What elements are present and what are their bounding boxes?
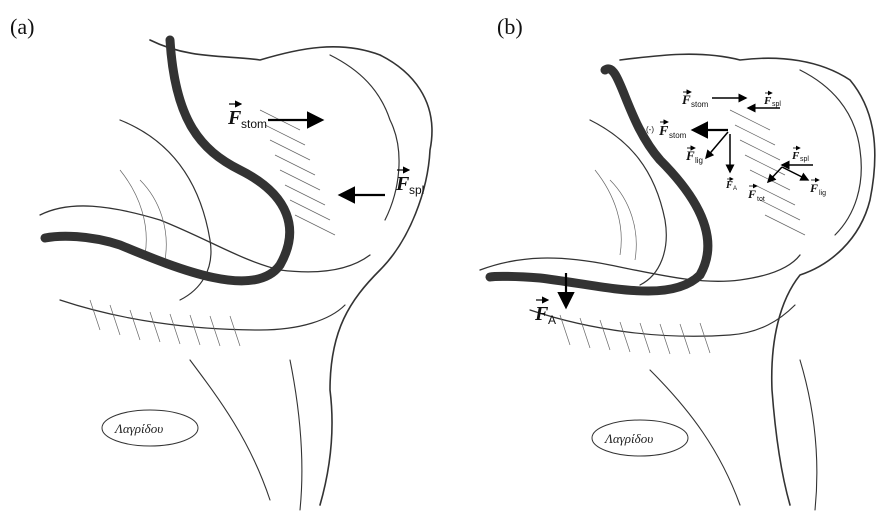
svg-text:F: F (763, 95, 772, 107)
svg-text:stom: stom (241, 117, 267, 131)
svg-text:F: F (658, 124, 669, 139)
endoscope-b (490, 69, 708, 291)
colon-right-a (290, 360, 302, 510)
signature-a: Λαγρίδου (113, 421, 163, 436)
svg-text:lig: lig (819, 190, 826, 197)
force-spl-right-label-b: F spl (791, 148, 809, 163)
force-lig-left-arrow-b (706, 132, 728, 158)
force-spl-top-label-b: F spl (763, 93, 781, 108)
svg-text:F: F (681, 92, 691, 107)
svg-text:stom: stom (669, 131, 687, 140)
signature-b: Λαγρίδου (603, 431, 653, 446)
force-lig-right-label-b: F lig (809, 180, 826, 197)
stomach-fold-b (590, 120, 666, 285)
colon-left-b (650, 370, 740, 505)
svg-text:A: A (548, 313, 556, 327)
svg-text:spl: spl (409, 183, 424, 197)
spleen-outline-b (800, 70, 861, 235)
colon-right-b (800, 360, 817, 510)
svg-text:stom: stom (691, 100, 709, 109)
force-tot-arrow-b (768, 167, 782, 182)
svg-text:F: F (685, 148, 695, 163)
force-stom-label-b: F stom (681, 92, 709, 109)
svg-text:F: F (227, 107, 242, 129)
force-a-small-label-b: F A (725, 179, 737, 192)
svg-text:tot: tot (757, 196, 765, 203)
force-neg-stom-label-b: (-) F stom (646, 122, 687, 140)
svg-text:F: F (791, 150, 800, 162)
svg-text:F: F (747, 187, 756, 201)
svg-text:lig: lig (695, 156, 703, 165)
force-lig-right-arrow-b (782, 167, 808, 180)
endoscope-a (45, 40, 290, 281)
svg-text:F: F (534, 303, 549, 325)
force-stom-label-a: F stom (227, 104, 267, 131)
panel-b-drawing: F stom F spl (-) F stom F lig F (480, 54, 875, 510)
force-lig-left-label-b: F lig (685, 148, 703, 165)
svg-text:F: F (725, 180, 733, 191)
svg-text:spl: spl (800, 156, 809, 163)
force-a-large-label-b: F A (534, 300, 556, 327)
colon-left-a (190, 360, 270, 500)
force-spl-label-a: F spl (395, 170, 424, 197)
svg-text:F: F (395, 173, 410, 195)
svg-text:(-): (-) (646, 125, 654, 134)
svg-text:F: F (809, 181, 818, 195)
stomach-outline-b (620, 54, 875, 505)
svg-text:A: A (733, 186, 737, 192)
omentum-outline-a (60, 300, 345, 330)
svg-text:spl: spl (772, 101, 781, 108)
panel-a-drawing: F stom F spl Λαγρίδου (40, 40, 432, 510)
